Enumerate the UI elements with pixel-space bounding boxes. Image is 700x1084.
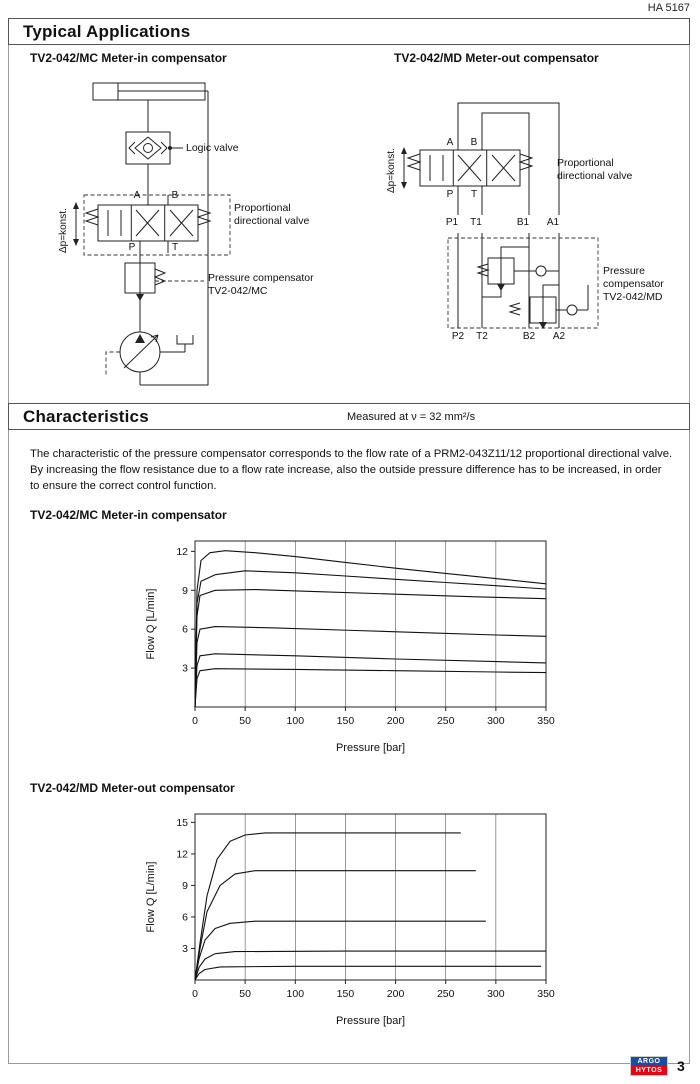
- svg-text:Pressure [bar]: Pressure [bar]: [336, 742, 405, 754]
- svg-text:350: 350: [537, 715, 555, 727]
- logic-valve-label: Logic valve: [186, 142, 239, 154]
- meter-in-schematic-title: TV2-042/MC Meter-in compensator: [30, 51, 227, 65]
- characteristics-paragraph: The characteristic of the pressure compe…: [30, 448, 673, 492]
- pressure-compensator-2-symbol: [508, 284, 589, 329]
- svg-text:200: 200: [387, 988, 405, 1000]
- hydraulic-schematics: [73, 82, 599, 386]
- svg-text:150: 150: [337, 988, 355, 1000]
- port-label-a2: A2: [552, 331, 566, 342]
- svg-text:15: 15: [176, 817, 188, 829]
- svg-text:200: 200: [387, 715, 405, 727]
- svg-text:250: 250: [437, 715, 455, 727]
- section-header-typical-applications: Typical Applications: [8, 18, 690, 45]
- port-label-p-right: P: [446, 189, 454, 200]
- svg-text:12: 12: [176, 848, 188, 860]
- svg-text:3: 3: [182, 943, 188, 955]
- port-label-p1: P1: [445, 217, 459, 228]
- svg-text:0: 0: [192, 988, 198, 1000]
- argo-hytos-logo: ARGO HYTOS: [630, 1056, 668, 1076]
- svg-text:250: 250: [437, 988, 455, 1000]
- applications-area: TV2-042/MC Meter-in compensator TV2-042/…: [8, 45, 692, 403]
- pressure-compensator-1-symbol: [476, 246, 559, 298]
- prop-valve-label-left: Proportional directional valve: [234, 202, 310, 228]
- port-label-t: T: [171, 242, 179, 253]
- svg-text:Pressure [bar]: Pressure [bar]: [336, 1015, 405, 1027]
- svg-text:3: 3: [182, 663, 188, 675]
- svg-text:12: 12: [176, 546, 188, 558]
- measured-at-note: Measured at ν = 32 mm²/s: [347, 411, 476, 423]
- dp-konst-label-left: Δp=konst.: [58, 208, 69, 253]
- port-label-b-right: B: [470, 137, 478, 148]
- pump-symbol: [105, 331, 161, 385]
- svg-text:9: 9: [182, 585, 188, 597]
- port-label-t1: T1: [470, 217, 482, 228]
- svg-text:150: 150: [337, 715, 355, 727]
- doc-number: HA 5167: [647, 2, 690, 14]
- section-header-characteristics: Characteristics Measured at ν = 32 mm²/s: [8, 403, 690, 430]
- svg-text:50: 50: [239, 715, 251, 727]
- prop-valve-label-right: Proportional directional valve: [557, 157, 633, 183]
- port-label-b: B: [171, 190, 179, 201]
- port-label-t-right: T: [470, 189, 478, 200]
- logic-valve-symbol: [125, 100, 183, 205]
- port-label-t2: T2: [476, 331, 488, 342]
- svg-text:300: 300: [487, 715, 505, 727]
- page-footer: ARGO HYTOS 3: [630, 1056, 685, 1076]
- dp-konst-label-right: Δp=konst.: [386, 148, 397, 193]
- logo-argo: ARGO: [631, 1057, 667, 1066]
- svg-text:50: 50: [239, 988, 251, 1000]
- chart2-title: TV2-042/MD Meter-out compensator: [30, 781, 235, 795]
- port-label-b2: B2: [522, 331, 536, 342]
- port-label-a1: A1: [546, 217, 560, 228]
- port-label-p: P: [128, 242, 136, 253]
- svg-text:100: 100: [287, 715, 305, 727]
- meter-out-schematic-title: TV2-042/MD Meter-out compensator: [394, 51, 599, 65]
- pressure-compensator-symbol: [124, 255, 204, 332]
- svg-text:300: 300: [487, 988, 505, 1000]
- bridge-lines: [457, 102, 560, 215]
- port-label-a: A: [133, 190, 141, 201]
- proportional-valve-symbol: [73, 194, 231, 263]
- svg-text:0: 0: [192, 715, 198, 727]
- port-label-b1: B1: [516, 217, 530, 228]
- port-label-p2: P2: [451, 331, 465, 342]
- svg-text:Flow Q [L/min]: Flow Q [L/min]: [145, 862, 157, 933]
- svg-text:100: 100: [287, 988, 305, 1000]
- section-title: Characteristics: [23, 406, 149, 426]
- page-number: 3: [677, 1058, 685, 1074]
- compensator-box: [447, 237, 599, 329]
- section-title: Typical Applications: [23, 21, 191, 41]
- port-columns: [457, 233, 560, 328]
- svg-text:6: 6: [182, 624, 188, 636]
- svg-text:6: 6: [182, 911, 188, 923]
- compensator-label-right: Pressure compensator TV2-042/MD: [603, 265, 664, 304]
- chart1-title: TV2-042/MC Meter-in compensator: [30, 508, 227, 522]
- compensator-label-left: Pressure compensator TV2-042/MC: [208, 272, 314, 298]
- tank-symbol: [160, 335, 194, 353]
- port-label-a-right: A: [446, 137, 454, 148]
- proportional-valve-symbol-right: [401, 147, 534, 215]
- return-line: [140, 91, 209, 386]
- logo-hytos: HYTOS: [631, 1066, 667, 1075]
- svg-text:350: 350: [537, 988, 555, 1000]
- cylinder-symbol: [92, 82, 208, 101]
- svg-text:9: 9: [182, 880, 188, 892]
- svg-text:Flow Q [L/min]: Flow Q [L/min]: [145, 589, 157, 660]
